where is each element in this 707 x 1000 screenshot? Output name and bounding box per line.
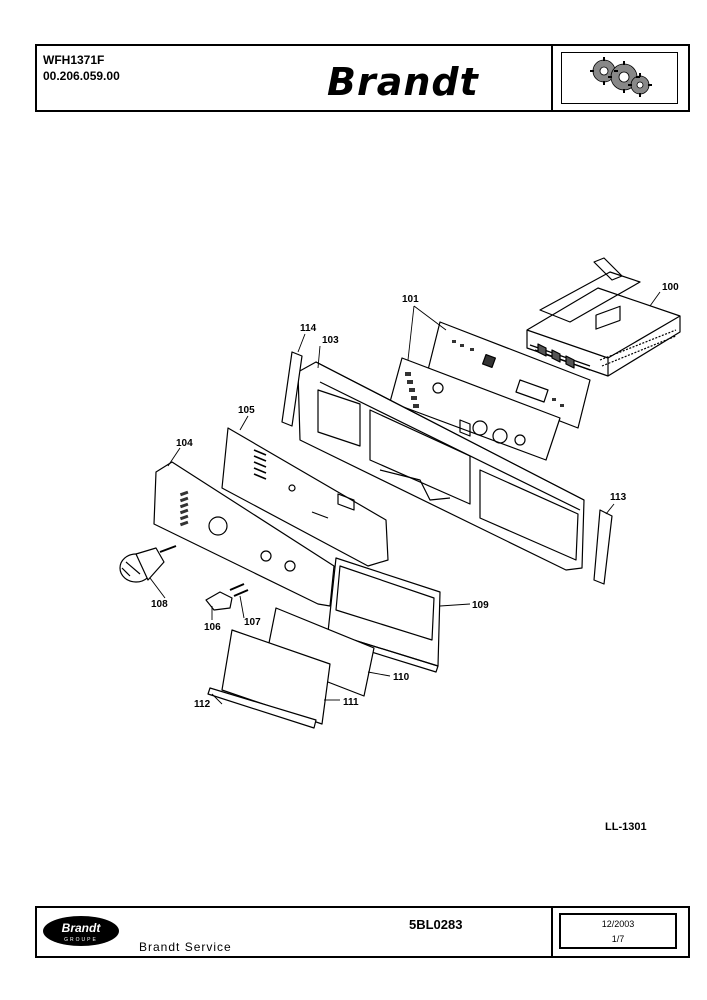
label-108: 108 <box>151 599 168 610</box>
part-100-module <box>526 257 681 377</box>
logo-subtext: GROUPE <box>64 937 98 943</box>
label-106: 106 <box>204 622 221 633</box>
label-101: 101 <box>402 294 419 305</box>
gear-logo-box <box>551 46 688 110</box>
date-box: 12/2003 1/7 <box>551 908 688 956</box>
part-104-panel <box>153 461 335 607</box>
label-107: 107 <box>244 617 261 628</box>
label-103: 103 <box>322 335 339 346</box>
label-114: 114 <box>300 323 317 334</box>
part-106 <box>205 591 233 611</box>
part-110 <box>265 607 375 697</box>
part-101-pcb <box>389 321 591 461</box>
model-info: WFH1371F 00.206.059.00 <box>43 52 120 84</box>
brandt-group-logo: Brandt GROUPE <box>43 916 119 946</box>
document-reference: 5BL0283 <box>409 917 463 932</box>
label-109: 109 <box>472 600 489 611</box>
part-111 <box>221 629 331 725</box>
label-111: 111 <box>343 697 359 708</box>
part-114 <box>281 351 303 427</box>
drawing-reference: LL-1301 <box>605 821 647 833</box>
footer-box: Brandt GROUPE Brandt Service 5BL0283 12/… <box>35 906 690 958</box>
logo-text: Brandt <box>61 921 101 935</box>
date-page-info: 12/2003 1/7 <box>559 913 677 949</box>
part-108-knob <box>119 545 177 583</box>
part-103-frame <box>297 361 585 571</box>
part-labels: 100 101 103 104 105 106 107 108 109 110 … <box>151 282 679 710</box>
part-105-plate <box>221 427 389 567</box>
page-number: 1/7 <box>611 934 625 944</box>
label-110: 110 <box>393 672 410 683</box>
part-112 <box>207 687 317 729</box>
part-number: 00.206.059.00 <box>43 69 120 83</box>
label-105: 105 <box>238 405 255 416</box>
label-104: 104 <box>176 438 193 449</box>
issue-date: 12/2003 <box>601 919 635 929</box>
label-112: 112 <box>194 699 211 710</box>
model-number: WFH1371F <box>43 53 105 67</box>
part-107 <box>229 583 249 597</box>
label-113: 113 <box>610 492 627 503</box>
part-113 <box>593 509 613 585</box>
brand-logo: Brandt <box>327 60 479 104</box>
label-100: 100 <box>662 282 679 293</box>
service-name: Brandt Service <box>139 940 232 954</box>
gears-icon <box>561 52 678 104</box>
header-box: WFH1371F 00.206.059.00 Brandt <box>35 44 690 112</box>
